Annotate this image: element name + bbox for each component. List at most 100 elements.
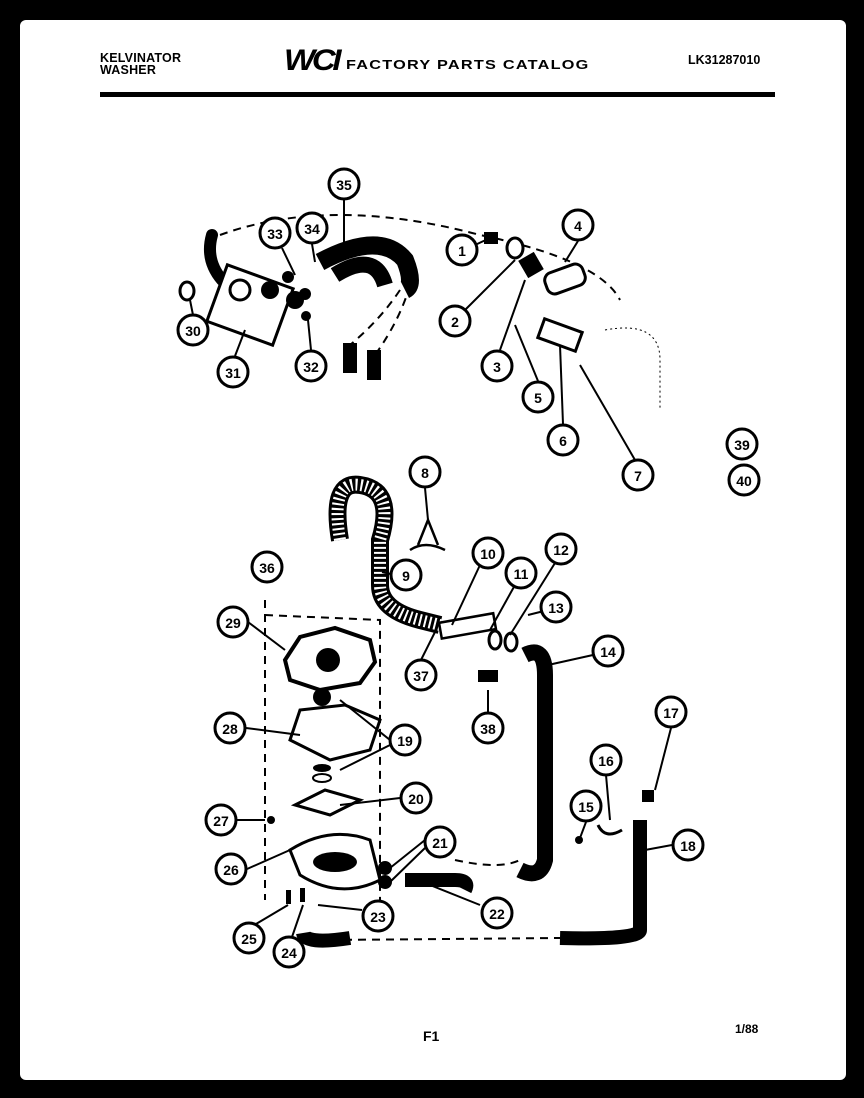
diagram-page — [20, 20, 846, 1080]
callout-number: 25 — [241, 931, 257, 947]
callout-number: 15 — [578, 799, 594, 815]
water-valve-assembly — [178, 229, 311, 348]
callout-circle — [388, 723, 422, 757]
callout-circle — [480, 349, 514, 383]
callout-number: 27 — [213, 813, 229, 829]
callout-27: 27 — [204, 803, 238, 837]
callout-number: 11 — [514, 566, 529, 582]
callout-19: 19 — [388, 723, 422, 757]
callout-number: 24 — [281, 945, 297, 961]
callout-circle — [361, 899, 395, 933]
callout-number: 6 — [559, 433, 567, 449]
callout-circle — [204, 803, 238, 837]
callout-number: 4 — [574, 218, 582, 234]
callout-circle — [399, 781, 433, 815]
callout-40: 40 — [727, 463, 761, 497]
callout-number: 29 — [225, 615, 241, 631]
callout-number: 34 — [304, 221, 320, 237]
callout-circle — [214, 852, 248, 886]
callout-circle — [504, 556, 538, 590]
brand-name: KELVINATOR — [100, 51, 182, 65]
callout-22: 22 — [480, 896, 514, 930]
callout-circle — [445, 233, 479, 267]
callout-number: 14 — [600, 644, 616, 660]
callout-24: 24 — [272, 935, 306, 969]
callout-number: 23 — [370, 909, 386, 925]
callout-28: 28 — [213, 711, 247, 745]
callout-circle — [561, 208, 595, 242]
callout-16: 16 — [589, 743, 623, 777]
callout-10: 10 — [471, 536, 505, 570]
callout-number: 2 — [451, 314, 459, 330]
callout-circle — [404, 658, 438, 692]
figure-number: F1 — [423, 1028, 440, 1044]
callout-7: 7 — [621, 458, 655, 492]
callout-circle — [327, 167, 361, 201]
callout-circle — [480, 896, 514, 930]
callout-23: 23 — [361, 899, 395, 933]
callout-circle — [671, 828, 705, 862]
callout-circle — [589, 743, 623, 777]
callout-number: 32 — [303, 359, 319, 375]
callout-11: 11 — [504, 556, 538, 590]
callout-4: 4 — [561, 208, 595, 242]
dispenser-parts — [484, 232, 661, 410]
catalog-title: FACTORY PARTS CATALOG — [346, 57, 590, 72]
callout-circle — [521, 380, 555, 414]
callout-12: 12 — [544, 532, 578, 566]
header-rule — [100, 92, 775, 97]
callout-36: 36 — [250, 550, 284, 584]
callout-number: 1 — [458, 243, 466, 259]
callout-38: 38 — [471, 711, 505, 745]
callout-circle — [569, 789, 603, 823]
callout-number: 17 — [663, 705, 679, 721]
callout-number: 20 — [408, 791, 424, 807]
callout-labels: 1234567891011121314151617181920212223242… — [176, 167, 761, 969]
callout-circle — [294, 349, 328, 383]
callout-9: 9 — [389, 558, 423, 592]
callout-circle — [654, 695, 688, 729]
callout-number: 9 — [402, 568, 410, 584]
callout-circle — [471, 711, 505, 745]
callout-circle — [544, 532, 578, 566]
callout-circle — [216, 355, 250, 389]
callout-circle — [725, 427, 759, 461]
callout-circle — [471, 536, 505, 570]
callout-21: 21 — [423, 825, 457, 859]
inlet-hose — [315, 236, 419, 380]
callout-number: 31 — [225, 365, 241, 381]
callout-2: 2 — [438, 304, 472, 338]
callout-circle — [423, 825, 457, 859]
callout-number: 26 — [223, 862, 239, 878]
callout-number: 36 — [259, 560, 275, 576]
catalog-date: 1/88 — [735, 1022, 759, 1036]
callout-circle — [591, 634, 625, 668]
drain-hose-sections — [296, 644, 654, 948]
callout-number: 10 — [480, 546, 496, 562]
pump-assembly — [267, 625, 392, 904]
callout-circle — [258, 216, 292, 250]
callout-32: 32 — [294, 349, 328, 383]
callout-number: 21 — [432, 835, 448, 851]
wci-logo: WCI — [284, 44, 342, 77]
callout-circle — [295, 211, 329, 245]
callout-6: 6 — [546, 423, 580, 457]
callout-number: 37 — [413, 668, 429, 684]
callout-number: 19 — [397, 733, 413, 749]
callout-30: 30 — [176, 313, 210, 347]
callout-circle — [727, 463, 761, 497]
callout-number: 22 — [489, 906, 505, 922]
callout-circle — [438, 304, 472, 338]
callout-circle — [176, 313, 210, 347]
brand-label: KELVINATOR WASHER — [100, 51, 182, 77]
callout-number: 5 — [534, 390, 542, 406]
callout-circle — [408, 455, 442, 489]
callout-3: 3 — [480, 349, 514, 383]
callout-circle — [546, 423, 580, 457]
callout-number: 8 — [421, 465, 429, 481]
callout-number: 13 — [548, 600, 564, 616]
callout-20: 20 — [399, 781, 433, 815]
callout-number: 12 — [553, 542, 569, 558]
callout-31: 31 — [216, 355, 250, 389]
callout-14: 14 — [591, 634, 625, 668]
